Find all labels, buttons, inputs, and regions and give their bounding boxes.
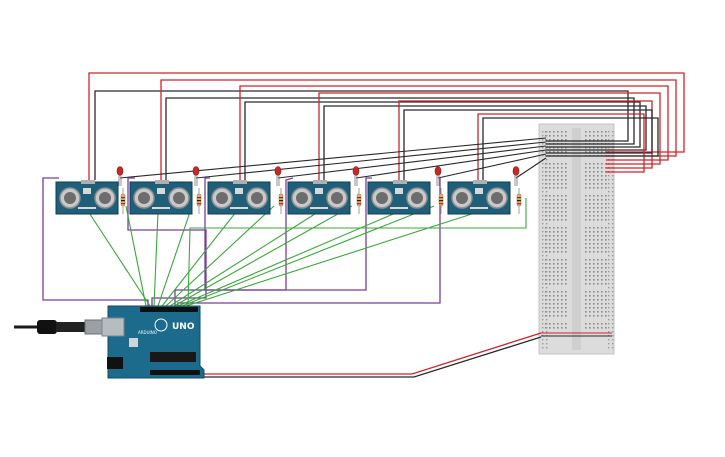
digital-header xyxy=(140,307,198,312)
bus-wires xyxy=(88,72,685,180)
reset-button[interactable] xyxy=(129,338,138,347)
wire-black-s3 xyxy=(244,101,641,180)
arduino-model: UNO xyxy=(172,322,195,332)
led-icon[interactable] xyxy=(352,166,360,187)
power-jack xyxy=(107,357,123,369)
power-wires xyxy=(200,332,542,378)
ultrasonic-sensor-5[interactable] xyxy=(367,180,431,215)
usb-plug-icon xyxy=(14,319,104,335)
breadboard-holes xyxy=(542,131,614,349)
breadboard[interactable] xyxy=(538,123,615,355)
led-icon[interactable] xyxy=(512,166,520,187)
arduino-logo xyxy=(154,318,168,332)
wire-red-s5 xyxy=(398,100,653,180)
arduino-brand: ARDUINO xyxy=(138,330,157,335)
trigger-wires xyxy=(85,198,527,307)
resistor-icon[interactable] xyxy=(278,188,284,214)
resistor-icon[interactable] xyxy=(516,188,522,214)
resistor-icon[interactable] xyxy=(196,188,202,214)
led-icon[interactable] xyxy=(274,166,282,187)
usb-port xyxy=(101,317,125,337)
ultrasonic-sensor-4[interactable] xyxy=(287,180,351,215)
wire-black-s5 xyxy=(403,109,653,180)
led-ground-wires xyxy=(119,137,547,179)
led-icon[interactable] xyxy=(434,166,442,187)
wire-gnd xyxy=(200,336,542,378)
atmega-chip xyxy=(150,352,196,362)
resistor-icon[interactable] xyxy=(120,188,126,214)
wire-5v xyxy=(200,332,542,375)
analog-header xyxy=(150,370,200,375)
ultrasonic-sensor-2[interactable] xyxy=(129,180,193,215)
wire-black-s1 xyxy=(94,90,629,180)
resistor-icon[interactable] xyxy=(356,188,362,214)
wire-red-s4 xyxy=(318,92,661,180)
wire-red-s3 xyxy=(239,85,669,180)
arduino-uno[interactable]: ARDUINO UNO xyxy=(101,305,205,379)
wire-black-s6 xyxy=(482,117,659,180)
ultrasonic-sensor-1[interactable] xyxy=(55,180,119,215)
wire-red-s6 xyxy=(477,113,645,180)
resistor-icon[interactable] xyxy=(438,188,444,214)
led-icon[interactable] xyxy=(192,166,200,187)
wire-black-s2 xyxy=(165,97,635,180)
ultrasonic-sensor-6[interactable] xyxy=(447,180,511,215)
led-icon[interactable] xyxy=(116,166,124,187)
wire-black-s4 xyxy=(323,105,647,180)
ultrasonic-sensor-3[interactable] xyxy=(207,180,271,215)
